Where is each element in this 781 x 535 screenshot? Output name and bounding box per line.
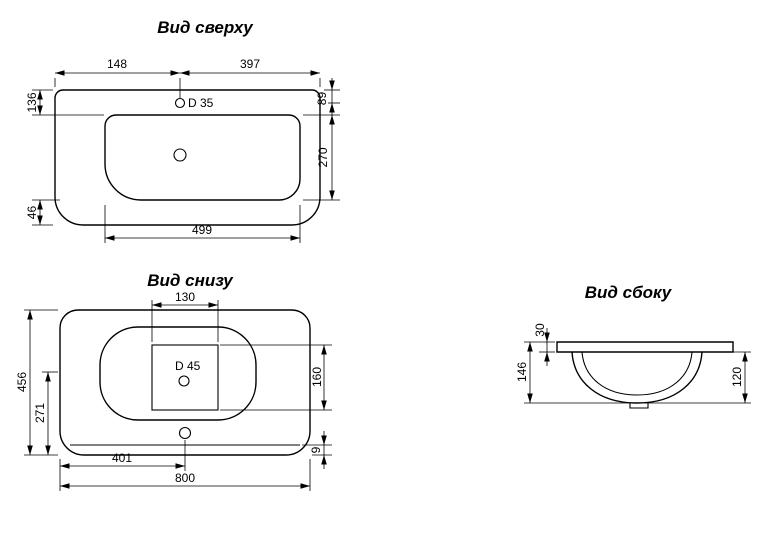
bottom-view-dimension-labels: 130 456 271 160 9 401 800	[15, 290, 324, 485]
bottom-drain-hole	[178, 375, 190, 387]
dim-top-to-basin: 136	[25, 92, 39, 112]
side-bowl-outer	[571, 351, 703, 404]
top-view: Вид сверху D 35	[25, 18, 340, 243]
top-view-dimension-lines	[37, 70, 335, 241]
bottom-faucet-hole	[178, 426, 192, 440]
dim-overall-depth: 456	[15, 372, 29, 392]
dim-basin-width: 499	[192, 223, 212, 237]
dim-left-to-faucet: 148	[107, 57, 127, 71]
faucet-hole-diameter-label: D 35	[188, 96, 214, 110]
dim-left-to-center: 401	[112, 451, 132, 465]
side-view-title: Вид сбоку	[585, 283, 673, 302]
faucet-hole	[174, 97, 186, 109]
bottom-view: Вид снизу D 45	[15, 271, 332, 491]
top-view-title: Вид сверху	[157, 18, 254, 37]
countertop-outline	[54, 89, 321, 226]
drain-hole-diameter-label: D 45	[175, 359, 201, 373]
dim-basin-to-front: 46	[25, 206, 39, 220]
dim-bowl-height: 120	[730, 367, 744, 387]
dim-front-section: 271	[33, 403, 47, 423]
side-view-dimension-lines	[527, 328, 748, 403]
dim-faucet-to-right: 397	[240, 57, 260, 71]
side-view-extension-lines	[524, 341, 751, 404]
side-drain-stub	[629, 403, 649, 409]
side-bowl-inner	[581, 351, 693, 396]
side-view-dimension-labels: 30 146 120	[515, 323, 744, 387]
basin-footprint-outline	[99, 326, 257, 421]
dim-rim-thickness: 9	[309, 446, 323, 453]
bottom-view-title: Вид снизу	[147, 271, 234, 290]
side-view: Вид сбоку 30 146 120	[515, 283, 751, 409]
dim-overall-height: 146	[515, 362, 529, 382]
side-rim-outline	[556, 341, 734, 353]
dim-boss-width: 130	[175, 290, 195, 304]
drain-boss-outline	[151, 344, 219, 411]
basin-outline	[104, 114, 301, 201]
top-view-dimension-labels: 148 397 89 136 270 46 499	[25, 57, 330, 237]
dim-rim-height: 30	[533, 323, 547, 337]
top-view-extension-lines	[32, 78, 340, 243]
dim-overall-width: 800	[175, 471, 195, 485]
dim-basin-depth: 270	[316, 147, 330, 167]
bottom-view-dimension-lines	[27, 302, 327, 489]
bottom-countertop-outline	[59, 309, 311, 456]
bottom-view-extension-lines	[24, 300, 332, 491]
drain-hole	[173, 148, 187, 162]
dim-top-to-faucet: 89	[315, 92, 329, 106]
dim-boss-height: 160	[310, 367, 324, 387]
